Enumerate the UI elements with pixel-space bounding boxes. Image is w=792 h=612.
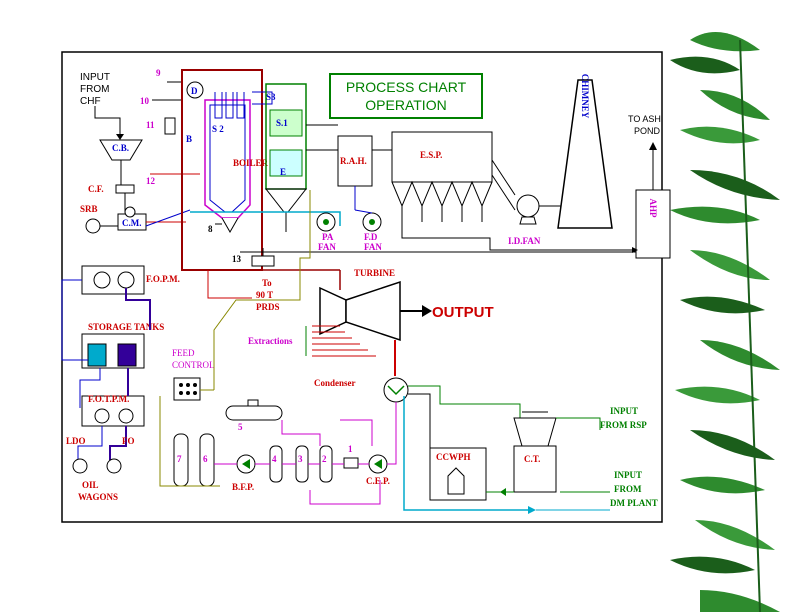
svg-text:I.D.FAN: I.D.FAN: [508, 236, 541, 246]
svg-text:AHP: AHP: [648, 199, 658, 219]
fopm: F.O.P.M.: [81, 265, 180, 295]
coal-mill: C.M.: [117, 206, 147, 231]
svg-text:INPUT: INPUT: [610, 406, 638, 416]
fotpm: F.O.T.P.M.: [81, 394, 145, 427]
svg-text:R.A.H.: R.A.H.: [340, 156, 367, 166]
svg-text:FROM RSP: FROM RSP: [600, 420, 647, 430]
gland-cooler: 1: [343, 444, 359, 469]
svg-text:WAGONS: WAGONS: [78, 492, 118, 502]
bfp: B.F.P.: [232, 454, 256, 492]
svg-text:CHIMNEY: CHIMNEY: [580, 74, 590, 119]
svg-text:C.B.: C.B.: [112, 143, 129, 153]
srb-label: SRB: [80, 204, 98, 214]
svg-text:F.O.P.M.: F.O.P.M.: [146, 274, 180, 284]
svg-text:S3: S3: [266, 92, 276, 102]
svg-text:CONTROL: CONTROL: [172, 360, 215, 370]
svg-text:PA: PA: [322, 232, 334, 242]
rah: R.A.H.: [337, 135, 373, 187]
extractions-label: Extractions: [248, 336, 293, 346]
svg-text:F.O.T.P.M.: F.O.T.P.M.: [88, 394, 129, 404]
svg-text:STORAGE TANKS: STORAGE TANKS: [88, 322, 164, 332]
svg-text:F.D: F.D: [364, 232, 378, 242]
pa-fan: PA FAN: [316, 212, 336, 252]
svg-text:S.1: S.1: [276, 118, 288, 128]
svg-text:To: To: [262, 278, 272, 288]
svg-text:E.S.P.: E.S.P.: [420, 150, 442, 160]
svg-text:C.E.P.: C.E.P.: [366, 476, 390, 486]
svg-text:FO: FO: [122, 436, 135, 446]
input-chf-label: INPUT FROM CHF: [80, 72, 110, 107]
oil-wagons: OIL WAGONS: [72, 458, 122, 502]
svg-text:Condenser: Condenser: [314, 378, 356, 388]
svg-text:DM PLANT: DM PLANT: [610, 498, 658, 508]
output-label: OUTPUT: [432, 304, 494, 321]
svg-text:9: 9: [156, 68, 161, 78]
turbine: TURBINE: [319, 268, 401, 342]
coal-feeder: [115, 184, 135, 194]
svg-text:7: 7: [177, 454, 182, 464]
bamboo-leaves-decoration: [670, 32, 780, 612]
svg-text:TURBINE: TURBINE: [354, 268, 395, 278]
svg-text:INPUT: INPUT: [614, 470, 642, 480]
boiler-drum: [186, 81, 204, 99]
svg-text:FAN: FAN: [364, 242, 382, 252]
svg-text:90 T: 90 T: [256, 290, 273, 300]
svg-text:PRDS: PRDS: [256, 302, 280, 312]
storage-tanks: STORAGE TANKS: [81, 322, 164, 369]
svg-text:C.M.: C.M.: [122, 218, 142, 228]
input-dm-label: INPUT FROM DM PLANT: [610, 470, 658, 508]
svg-text:E: E: [280, 167, 286, 177]
svg-text:3: 3: [298, 454, 303, 464]
svg-text:CCWPH: CCWPH: [436, 452, 471, 462]
id-fan: I.D.FAN: [508, 194, 541, 246]
svg-text:4: 4: [272, 454, 277, 464]
chimney: CHIMNEY: [557, 74, 613, 229]
svg-text:TO ASH: TO ASH: [628, 114, 661, 124]
svg-text:FROM: FROM: [80, 84, 109, 95]
svg-text:LDO: LDO: [66, 436, 86, 446]
svg-text:FAN: FAN: [318, 242, 336, 252]
feed-control: FEED CONTROL: [172, 348, 215, 401]
svg-text:S 2: S 2: [212, 124, 224, 134]
svg-text:13: 13: [232, 254, 242, 264]
svg-text:POND: POND: [634, 126, 661, 136]
diagram-frame: [61, 51, 663, 523]
coal-bunker: C.B.: [99, 139, 143, 185]
svg-text:CHF: CHF: [80, 96, 101, 107]
srb-fan: [85, 218, 101, 234]
svg-text:C.T.: C.T.: [524, 454, 540, 464]
title-box: PROCESS CHART OPERATION: [329, 73, 483, 119]
svg-text:INPUT: INPUT: [80, 72, 110, 83]
svg-text:10: 10: [140, 96, 150, 106]
svg-text:BOILER: BOILER: [233, 158, 269, 168]
svg-text:D: D: [191, 86, 198, 96]
svg-text:B: B: [186, 134, 192, 144]
title-line1: PROCESS CHART: [346, 79, 467, 95]
ccwph: CCWPH: [429, 447, 487, 501]
condenser: Condenser: [314, 377, 409, 403]
svg-text:12: 12: [146, 176, 156, 186]
ahp: AHP: [635, 189, 671, 259]
to-prds-label: To 90 T PRDS: [256, 278, 280, 312]
svg-text:B.F.P.: B.F.P.: [232, 482, 254, 492]
input-rsp-label: INPUT FROM RSP: [600, 406, 647, 430]
svg-text:11: 11: [146, 120, 155, 130]
svg-text:2: 2: [322, 454, 327, 464]
deaerator: 5: [225, 399, 283, 432]
svg-text:1: 1: [348, 444, 353, 454]
esp: E.S.P.: [391, 131, 493, 222]
title-line2: OPERATION: [365, 97, 446, 113]
to-ash-pond-label: TO ASH POND: [628, 114, 661, 136]
svg-text:8: 8: [208, 224, 213, 234]
svg-text:6: 6: [203, 454, 208, 464]
cooling-tower: C.T.: [513, 411, 557, 493]
lp-heaters: 4 3 2: [269, 445, 333, 483]
svg-text:FROM: FROM: [614, 484, 642, 494]
hp-heaters: 7 6: [173, 433, 215, 487]
cf-label: C.F.: [88, 184, 104, 194]
svg-text:FEED: FEED: [172, 348, 195, 358]
svg-text:5: 5: [238, 422, 243, 432]
svg-text:OIL: OIL: [82, 480, 99, 490]
